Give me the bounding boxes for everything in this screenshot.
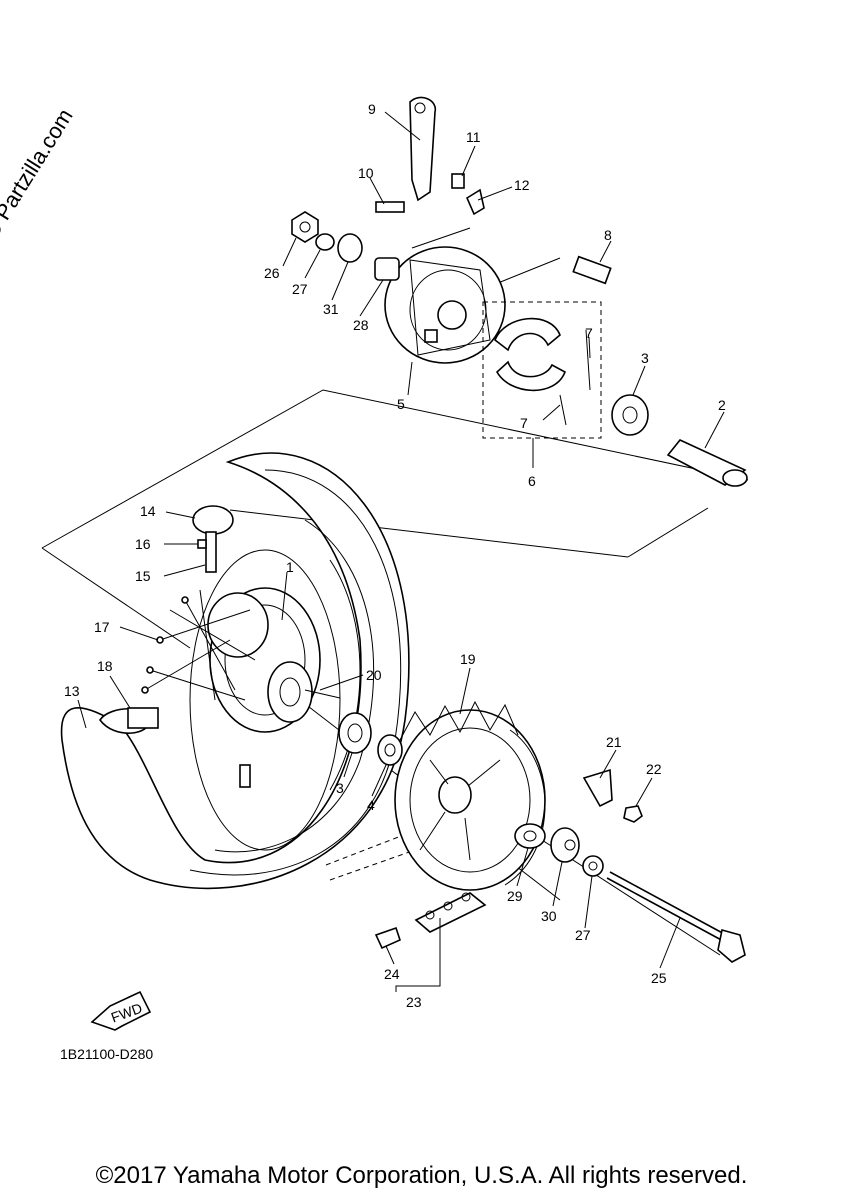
callout-17: 17 (94, 619, 110, 635)
callout-25: 25 (651, 970, 667, 986)
callout-3-top: 3 (641, 350, 649, 366)
hub-bearings (304, 689, 403, 766)
callout-14: 14 (140, 503, 156, 519)
lock-washer-nut (582, 768, 643, 823)
callout-26: 26 (264, 265, 280, 281)
callout-28: 28 (353, 317, 369, 333)
callout-27-bottom: 27 (575, 927, 591, 943)
callout-7-upper: 7 (585, 325, 593, 341)
brake-shoe-kit (482, 301, 602, 439)
callout-24: 24 (384, 966, 400, 982)
callout-1: 1 (286, 559, 294, 575)
callout-15: 15 (135, 568, 151, 584)
callout-10: 10 (358, 165, 374, 181)
drive-chain (374, 892, 487, 950)
sprocket (394, 700, 546, 891)
rear-wheel-hub (207, 587, 321, 733)
callout-12: 12 (514, 177, 530, 193)
brake-small-parts (291, 211, 400, 281)
copyright-notice: ©2017 Yamaha Motor Corporation, U.S.A. A… (95, 1162, 748, 1189)
callout-labels: 9 11 12 10 8 26 27 31 28 5 7 7 3 2 6 14 … (64, 101, 726, 1010)
valve-stem (239, 764, 251, 788)
reference-code: 1B21100-D280 (60, 1046, 154, 1062)
callout-9: 9 (368, 101, 376, 117)
callout-8: 8 (604, 227, 612, 243)
callout-31: 31 (323, 301, 339, 317)
tube-valve (192, 505, 234, 573)
callout-23: 23 (406, 994, 422, 1010)
callout-22: 22 (646, 761, 662, 777)
rear-axle-parts (514, 823, 604, 877)
callout-30: 30 (541, 908, 557, 924)
brake-side-bearing (611, 394, 649, 436)
callout-16: 16 (135, 536, 151, 552)
spokes (141, 589, 256, 701)
callout-3-hub: 3 (336, 780, 344, 796)
brake-panel (384, 246, 506, 364)
callout-2: 2 (718, 397, 726, 413)
axle-spacer (666, 439, 748, 487)
brake-arm (375, 96, 485, 216)
leader-lines (77, 111, 725, 992)
fwd-arrow: FWD (90, 990, 152, 1031)
callout-11: 11 (466, 129, 481, 145)
callout-27-top: 27 (292, 281, 308, 297)
callout-29: 29 (507, 888, 523, 904)
rear-axle (606, 871, 746, 963)
callout-4: 4 (367, 797, 375, 813)
rim-band (99, 707, 159, 734)
brake-camshaft (572, 255, 612, 285)
callout-5: 5 (397, 396, 405, 412)
callout-19: 19 (460, 651, 476, 667)
callout-13: 13 (64, 683, 80, 699)
callout-21: 21 (606, 734, 622, 750)
callout-6: 6 (528, 473, 536, 489)
callout-18: 18 (97, 658, 113, 674)
callout-20: 20 (366, 667, 382, 683)
callout-7-lower: 7 (520, 415, 528, 431)
